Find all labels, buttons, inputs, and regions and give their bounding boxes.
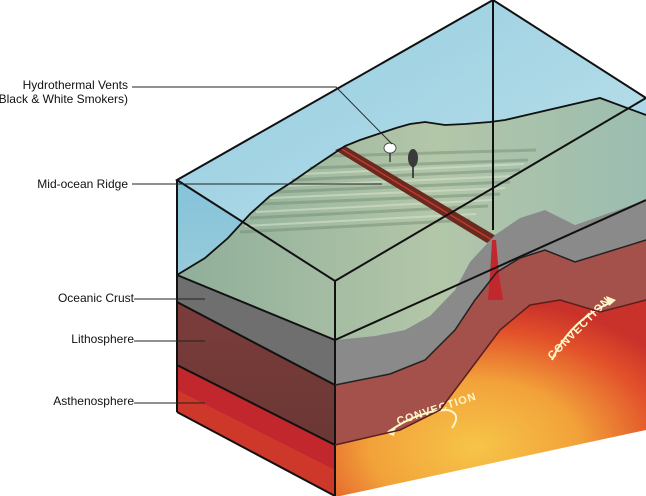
label-hydrothermal-vents-line1: Hydrothermal Vents bbox=[22, 78, 128, 92]
label-oceanic-crust: Oceanic Crust bbox=[57, 291, 134, 305]
label-lithosphere: Lithosphere bbox=[71, 332, 134, 346]
asthenosphere-right-face bbox=[335, 300, 646, 496]
oceanic-crust-right-face bbox=[335, 200, 646, 385]
label-hydrothermal-vents-line2: (Black & White Smokers) bbox=[0, 92, 128, 106]
lithosphere-left-face bbox=[177, 302, 335, 445]
hydrothermal-vents bbox=[383, 142, 418, 178]
label-hydrothermal-vents: Hydrothermal Vents (Black & White Smoker… bbox=[0, 78, 128, 106]
ridge-texture bbox=[239, 148, 537, 234]
seafloor-surface bbox=[177, 98, 646, 340]
label-asthenosphere: Asthenosphere bbox=[53, 394, 134, 408]
label-mid-ocean-ridge: Mid-ocean Ridge bbox=[37, 177, 128, 191]
oceanic-crust-left-face bbox=[177, 275, 335, 385]
block-outline bbox=[175, 0, 646, 496]
leader-lines bbox=[132, 86, 393, 404]
magma-conduit bbox=[488, 240, 503, 300]
